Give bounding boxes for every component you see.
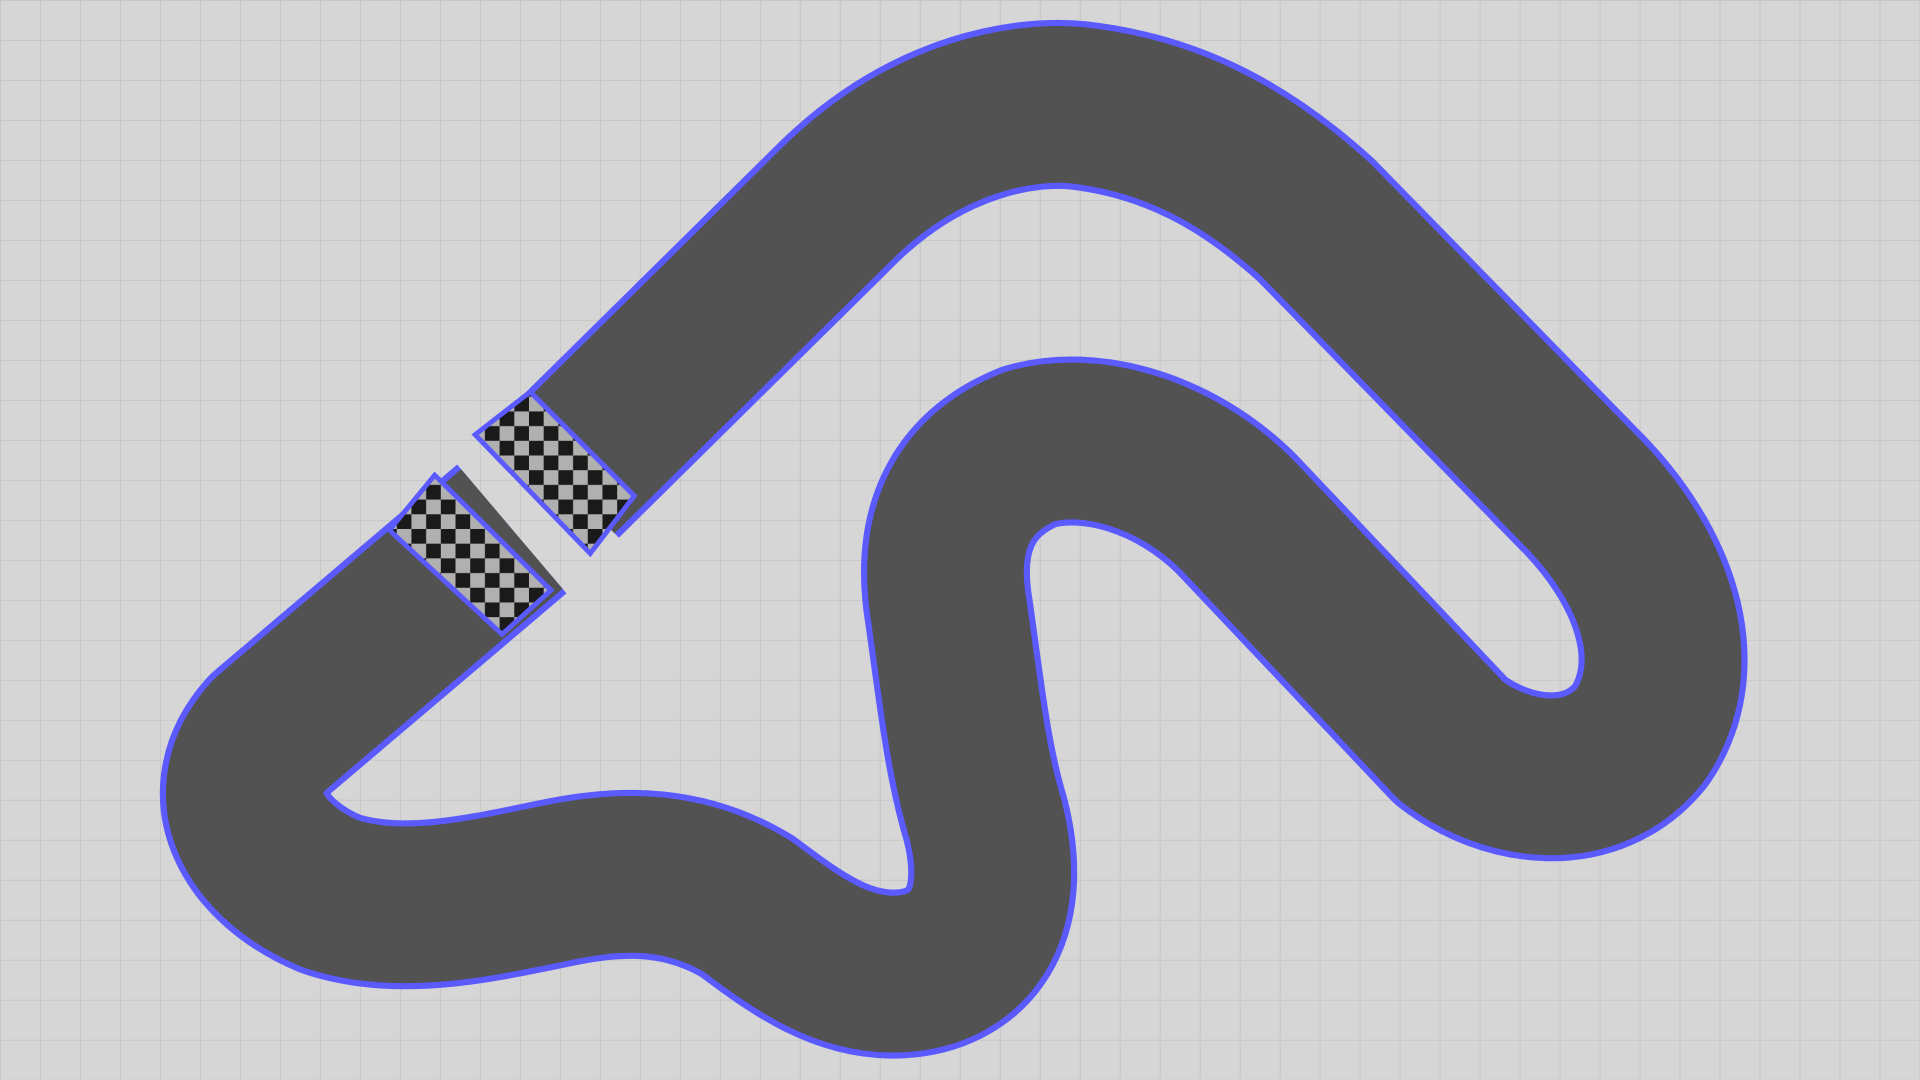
finish-gate-lower (386, 471, 555, 638)
race-track (160, 19, 1748, 1059)
track-surface (166, 26, 1742, 1053)
checkered-flag-strip-upper (471, 388, 638, 558)
checkered-flag-strip-lower (386, 471, 555, 638)
finish-gate-upper (471, 388, 638, 558)
